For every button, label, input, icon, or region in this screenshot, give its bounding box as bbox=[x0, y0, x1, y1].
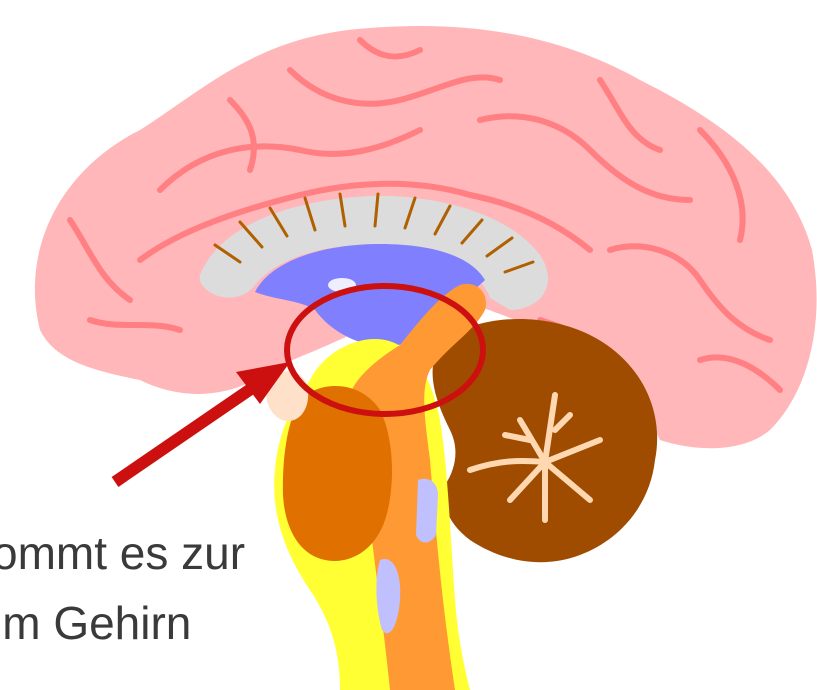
caption-line-2: im Gehirn bbox=[0, 600, 191, 646]
caption-line-1: ommt es zur bbox=[0, 530, 245, 576]
lavender-spot-1 bbox=[416, 479, 438, 543]
